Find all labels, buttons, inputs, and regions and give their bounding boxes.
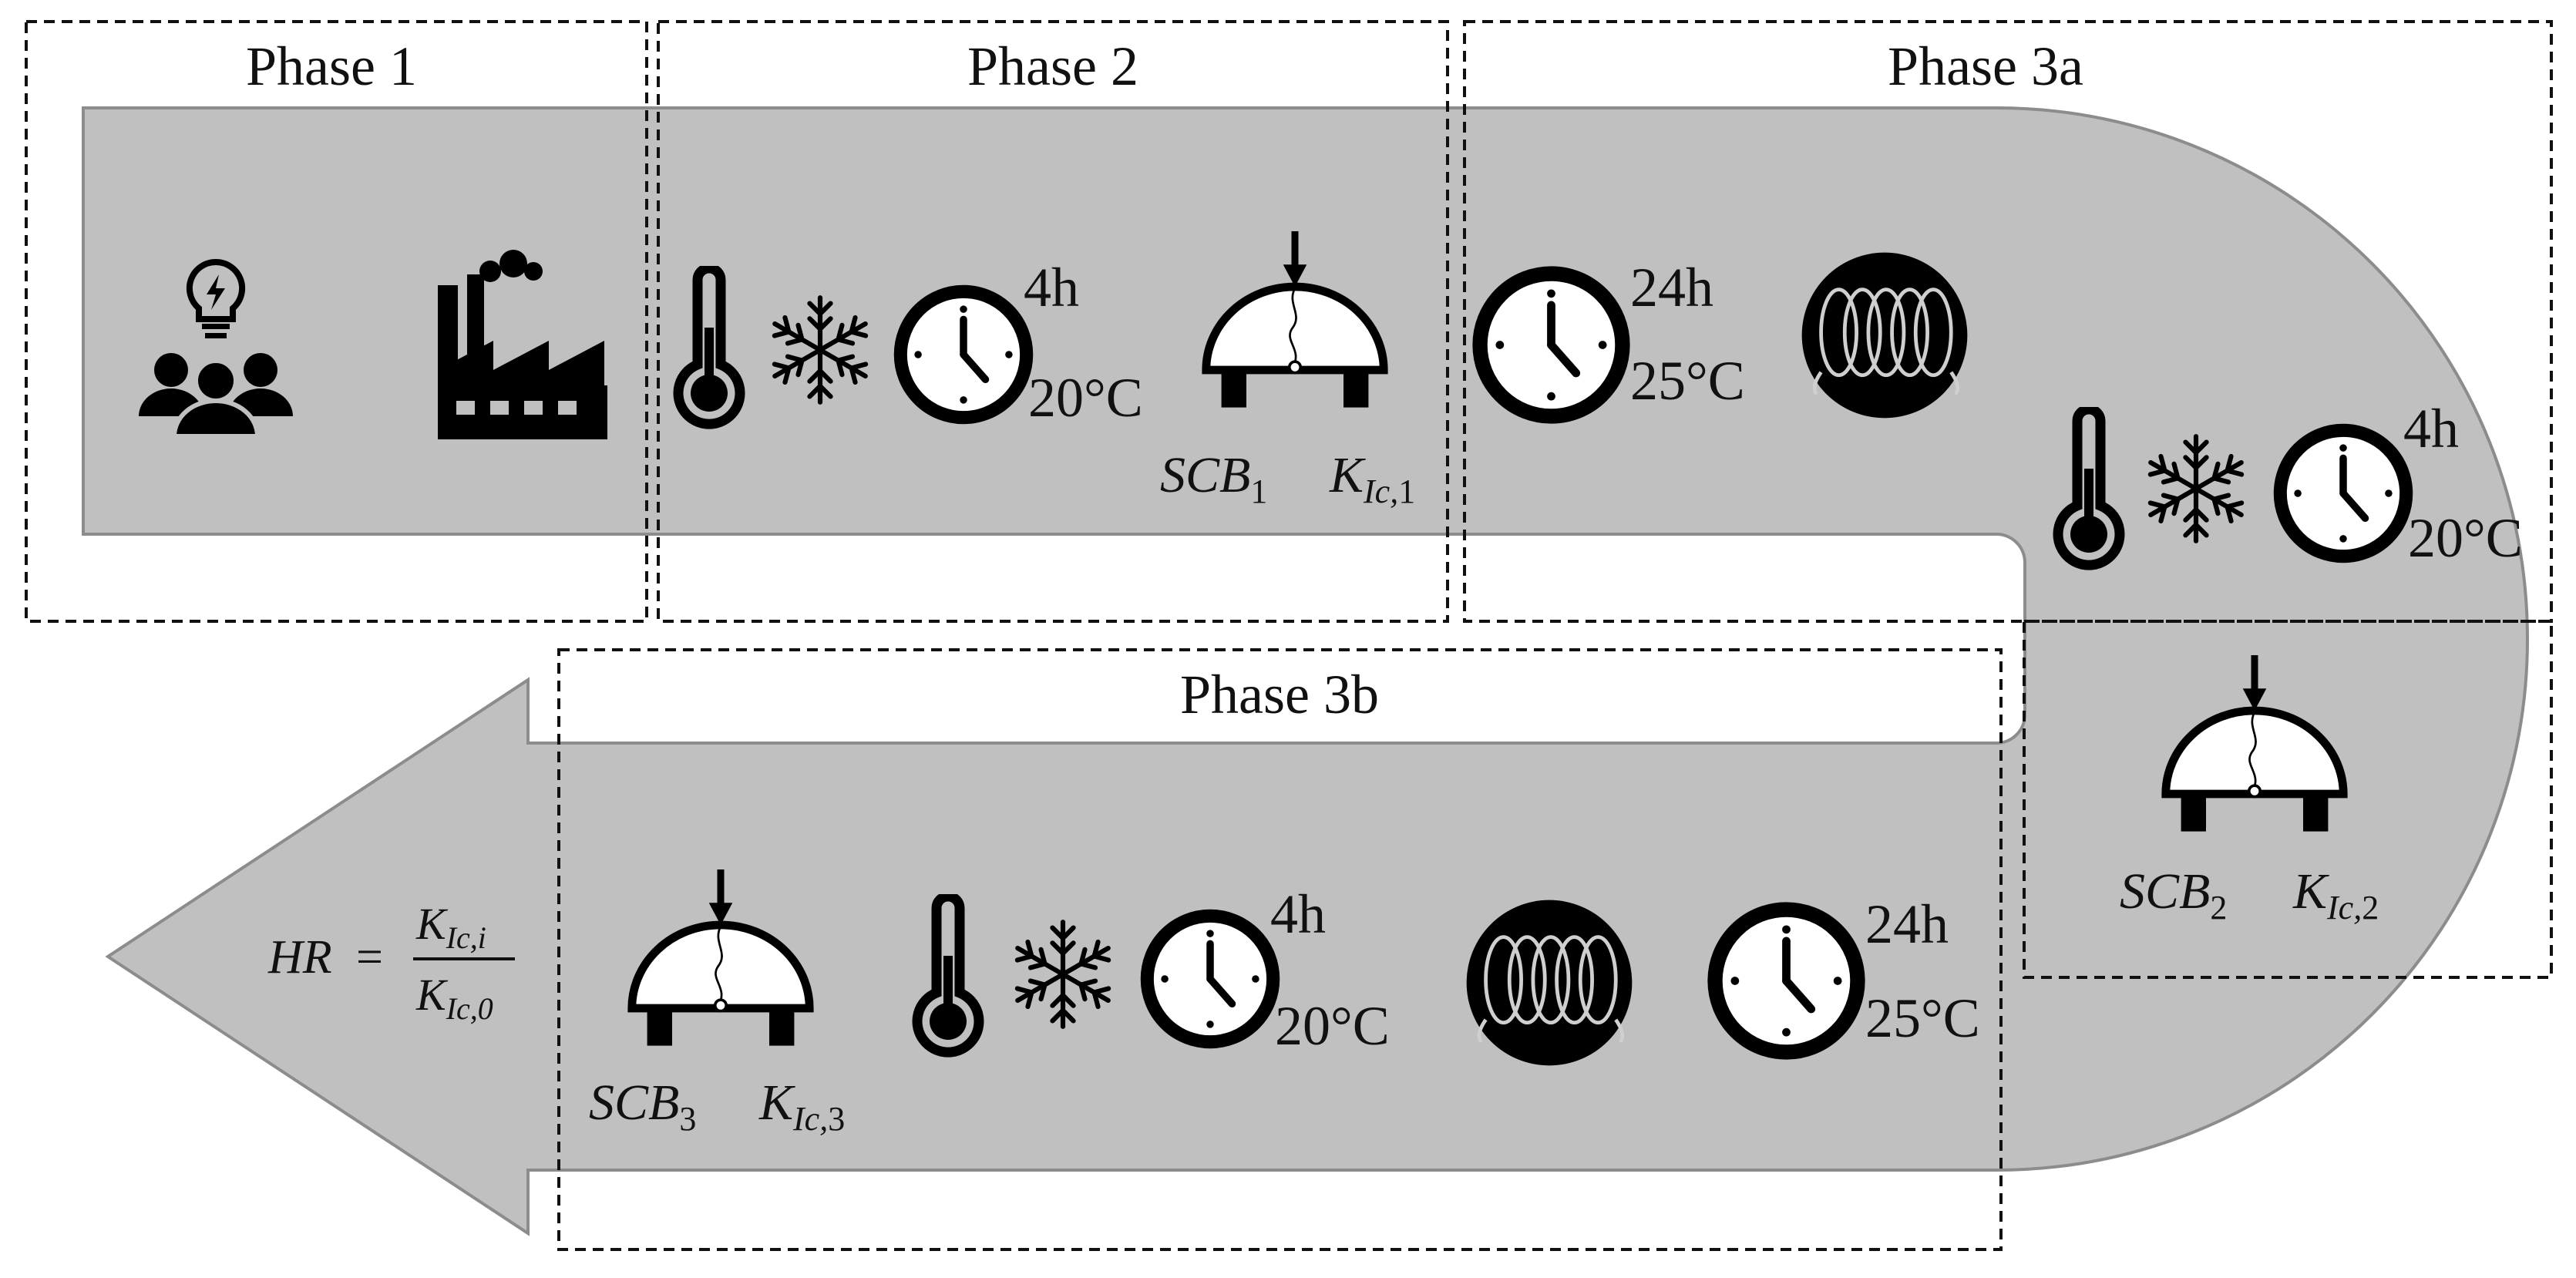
phase-3a-box-extension [2023, 620, 2553, 979]
duration-label: 24h [1865, 893, 1949, 955]
healing-ratio-formula: HR = KIc,i KIc,0 [267, 899, 515, 1026]
formula-lhs: HR [267, 931, 332, 984]
factory-icon [438, 250, 607, 439]
formula-numerator: KIc,i [415, 899, 486, 955]
temperature-label: 20°C [1028, 367, 1143, 429]
scb-2-label: SCB2 [2120, 863, 2227, 927]
clock-icon [2280, 430, 2406, 556]
temperature-label: 20°C [2408, 507, 2523, 569]
temperature-label: 25°C [1865, 987, 1980, 1049]
kic-2-label: KIc,2 [2292, 863, 2379, 927]
phase-2-label: Phase 2 [967, 35, 1138, 97]
duration-label: 4h [1024, 257, 1079, 318]
formula-denominator: KIc,0 [415, 970, 493, 1026]
phase-3a-box [1463, 20, 2553, 623]
kic-1-label: KIc,1 [1329, 447, 1415, 510]
induction-coil-icon [1802, 253, 1968, 419]
induction-coil-icon [1467, 900, 1633, 1066]
temperature-label: 20°C [1275, 995, 1390, 1057]
team-idea-icon [139, 258, 293, 439]
duration-label: 4h [1270, 883, 1326, 945]
clock-icon [1715, 910, 1858, 1052]
duration-label: 4h [2403, 398, 2459, 459]
clock-icon [1480, 274, 1623, 416]
temperature-label: 25°C [1630, 350, 1745, 412]
phase-1-box [25, 20, 648, 623]
kic-3-label: KIc,3 [758, 1075, 845, 1138]
phase-3a-label: Phase 3a [1888, 35, 2083, 97]
scb-3-label: SCB3 [589, 1075, 696, 1138]
clock-icon [900, 291, 1026, 417]
phase-3b-box [557, 648, 2003, 1251]
formula-equals: = [356, 931, 383, 984]
phase-3b-label: Phase 3b [1180, 664, 1379, 725]
phase-2-box [657, 20, 1449, 623]
duration-label: 24h [1630, 257, 1713, 318]
phase-1-label: Phase 1 [246, 35, 417, 97]
clock-icon [1147, 916, 1273, 1041]
scb-1-label: SCB1 [1160, 447, 1267, 510]
